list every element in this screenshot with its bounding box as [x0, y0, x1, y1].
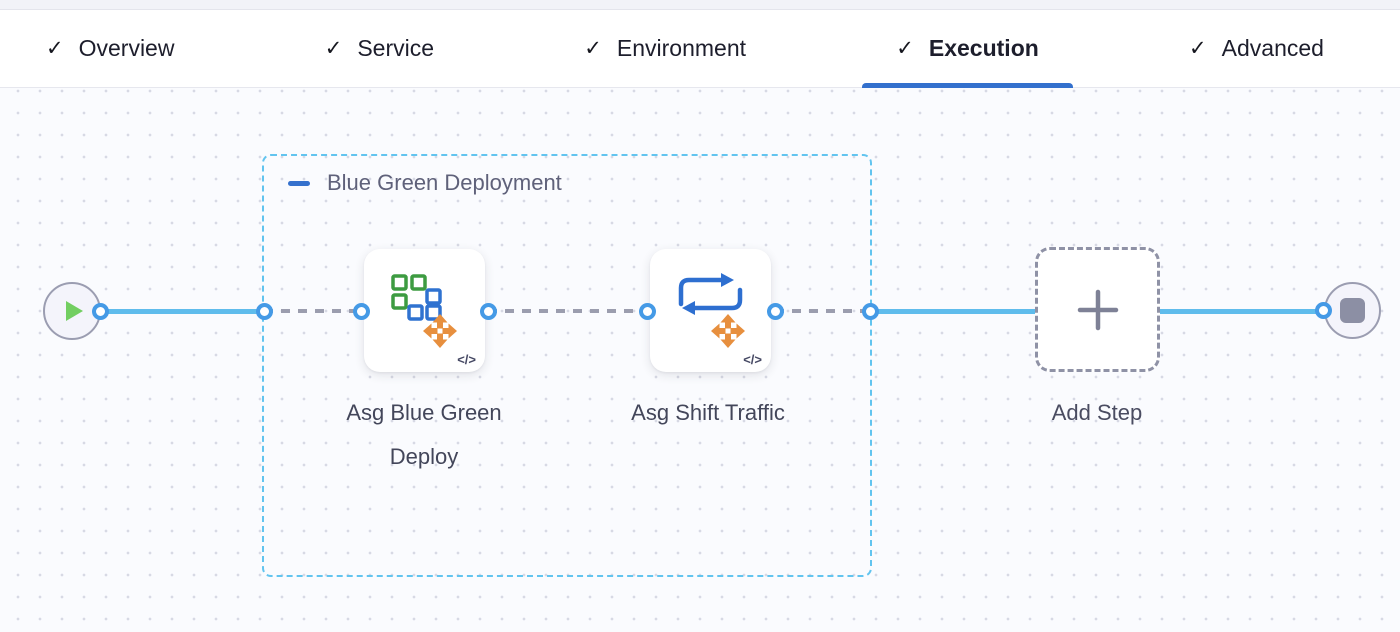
stop-icon	[1340, 298, 1365, 323]
pipeline-canvas[interactable]: </> </> Blue Green Deployment	[0, 88, 1400, 631]
tab-label: Service	[357, 35, 435, 61]
asg-shift-traffic-icon	[678, 272, 745, 348]
check-icon: ✓	[1189, 37, 1207, 60]
group-header: Blue Green Deployment	[288, 170, 562, 196]
connector-port[interactable]	[353, 303, 370, 320]
collapse-minus-icon[interactable]	[288, 180, 310, 186]
connector-line-dashed	[264, 309, 361, 313]
connector-line-dashed	[488, 309, 647, 313]
tab-label: Environment	[616, 35, 747, 61]
step-label: Asg Blue Green Deploy	[346, 400, 502, 469]
check-icon: ✓	[46, 37, 64, 60]
connector-port[interactable]	[767, 303, 784, 320]
step-asg-shift-traffic[interactable]: </>	[650, 249, 771, 372]
step-label: Asg Shift Traffic	[631, 400, 785, 425]
page-top-strip	[0, 0, 1400, 10]
connector-port[interactable]	[92, 303, 109, 320]
asg-blue-green-deploy-icon	[390, 273, 457, 348]
group-label: Blue Green Deployment	[327, 170, 562, 195]
step-asg-blue-green-deploy[interactable]: </>	[364, 249, 485, 372]
connector-port[interactable]	[862, 303, 879, 320]
tab-service[interactable]: ✓ Service	[291, 10, 468, 87]
tab-environment[interactable]: ✓ Environment	[550, 10, 780, 87]
move-arrows-icon	[710, 313, 745, 348]
pipeline-start-node[interactable]	[43, 282, 101, 340]
tab-overview[interactable]: ✓ Overview	[12, 10, 208, 87]
tab-advanced[interactable]: ✓ Advanced	[1155, 10, 1358, 87]
play-icon	[66, 301, 83, 321]
check-icon: ✓	[896, 37, 914, 60]
stage-tabs: ✓ Overview ✓ Service ✓ Environment ✓ Exe…	[0, 10, 1400, 88]
connector-line	[100, 309, 264, 314]
move-arrows-icon	[422, 313, 457, 348]
tab-label: Overview	[78, 35, 175, 61]
connector-port[interactable]	[256, 303, 273, 320]
connector-port[interactable]	[1315, 302, 1332, 319]
connector-line-dashed	[775, 309, 870, 313]
connector-port[interactable]	[480, 303, 497, 320]
step-group-blue-green-deployment[interactable]	[262, 154, 872, 577]
check-icon: ✓	[584, 37, 602, 60]
add-step-button[interactable]	[1035, 247, 1160, 372]
plus-icon	[1077, 289, 1118, 330]
tab-label: Advanced	[1221, 35, 1324, 61]
pipeline-end-node[interactable]	[1324, 282, 1381, 339]
tab-label: Execution	[928, 35, 1039, 61]
add-step-label: Add Step	[1051, 400, 1143, 425]
code-badge: </>	[457, 352, 476, 367]
connector-port[interactable]	[639, 303, 656, 320]
active-tab-underline	[862, 83, 1073, 88]
tab-execution[interactable]: ✓ Execution	[862, 10, 1073, 88]
check-icon: ✓	[324, 37, 343, 60]
code-badge: </>	[743, 352, 762, 367]
